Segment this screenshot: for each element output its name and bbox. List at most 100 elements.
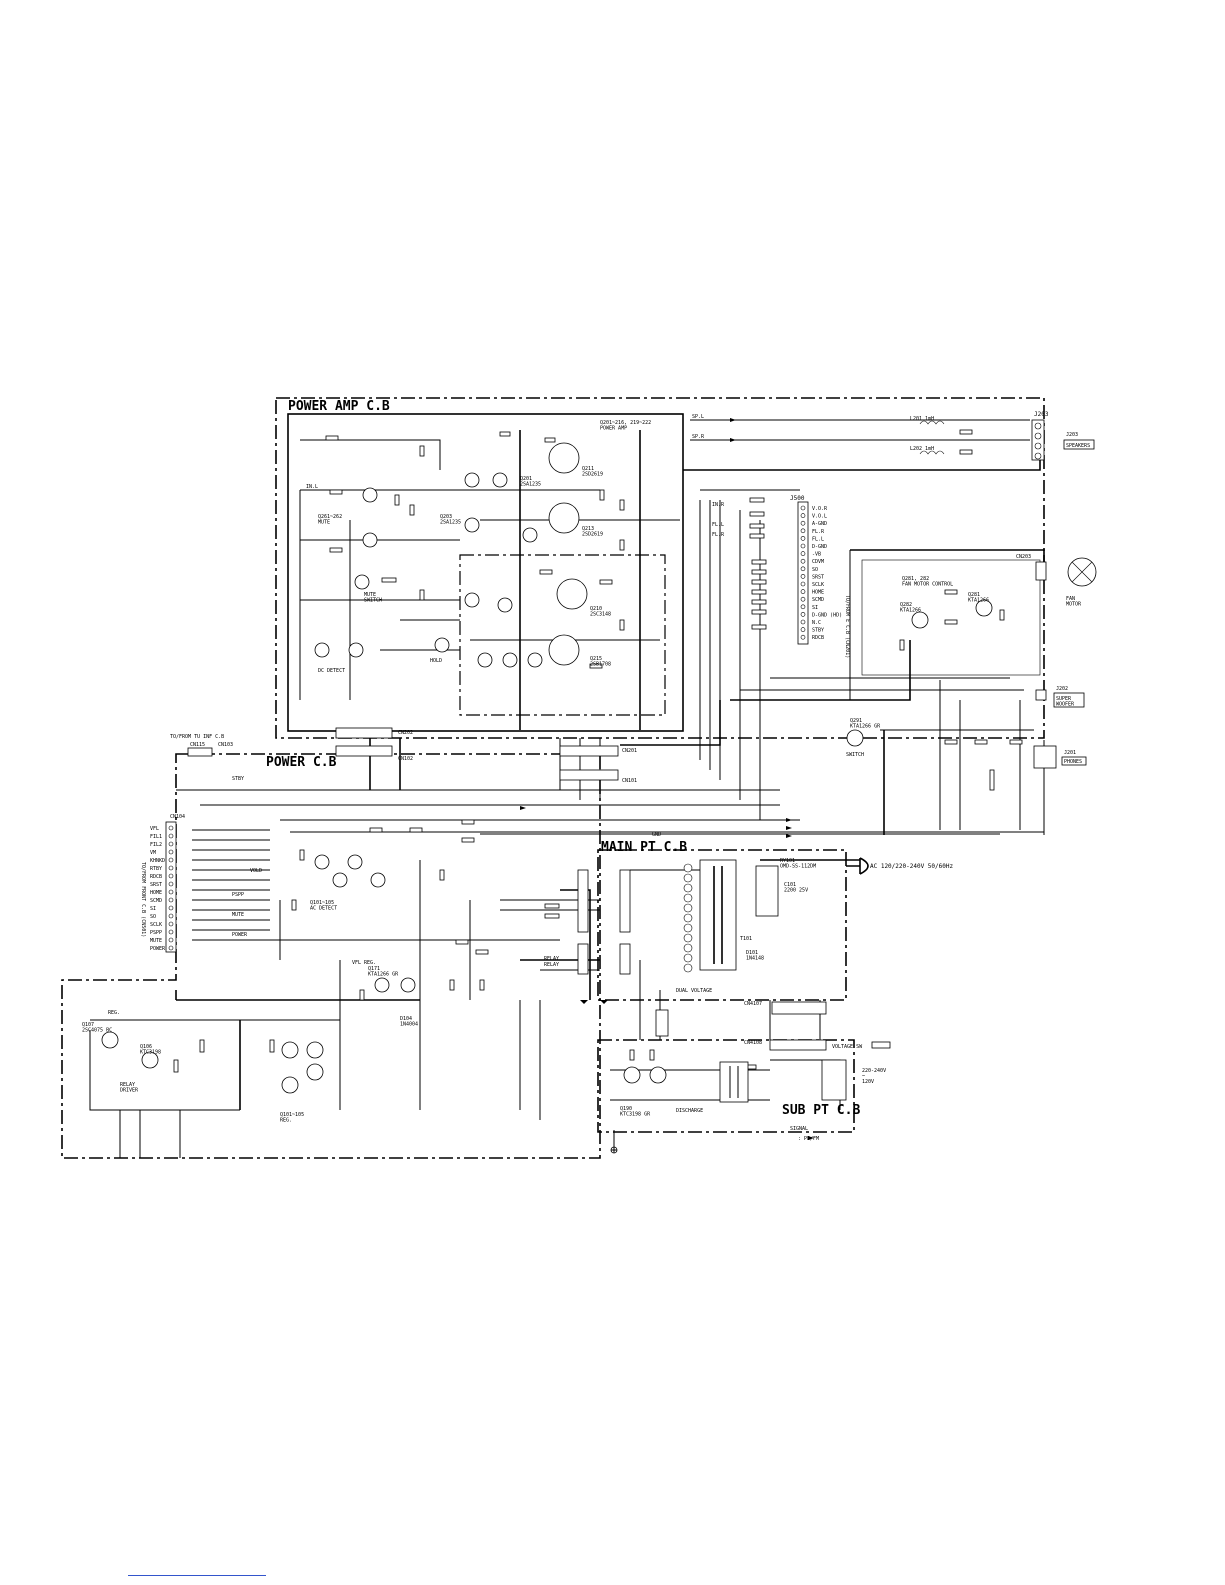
net-relay: RELAY <box>544 956 559 962</box>
to-from-front-label: TO/FROM FRONT C.B (CN501) <box>140 862 146 937</box>
cn202-label: CN202 <box>398 730 413 736</box>
connector-pin <box>800 574 806 579</box>
transistor-q208 <box>502 652 518 668</box>
signal-net-labels: SP.L SP.R IN.L IN.R FL.L FL.R PSPP MUTE … <box>232 414 725 962</box>
connector-pin <box>168 937 174 943</box>
connector-pin <box>168 905 174 911</box>
connector-pin <box>800 634 806 640</box>
transistor-q107 <box>101 1031 119 1049</box>
connectors: J203 SPEAKERS J203 J500 V.O.RV.O.LA-GNDF… <box>140 411 1097 1051</box>
ground-symbol <box>610 1146 618 1154</box>
transistor-q209 <box>527 652 543 668</box>
net-pspp: PSPP <box>232 892 244 898</box>
transformer-terminal <box>683 933 693 943</box>
connector-cn4107 <box>771 1001 827 1015</box>
j202-label: J202 <box>1056 686 1068 692</box>
connector-pin-label: KHNKD <box>150 858 165 864</box>
connector-pin-label: SI <box>150 906 156 912</box>
voltage-switch <box>821 1059 847 1101</box>
signal-legend-label: SIGNAL <box>790 1126 808 1132</box>
transformer-terminal <box>683 923 693 933</box>
transistor-q108 <box>281 1041 299 1059</box>
connector-cn4108 <box>769 1039 827 1051</box>
transistor-q213 <box>548 502 580 534</box>
transistor-q102 <box>332 872 348 888</box>
inductor-l202 <box>919 450 945 455</box>
connector-j203 <box>1031 419 1045 461</box>
main-pt-board-outline <box>597 849 847 1001</box>
discharge-label: DISCHARGE <box>676 1108 703 1114</box>
connector-pin-label: MUTE <box>150 938 162 944</box>
connector-pin-label: FL.L <box>812 536 824 542</box>
to-from-e-label: TO/FROM E C.B (CN201) <box>844 595 850 658</box>
connector-pin-label: STBY <box>812 628 824 634</box>
cn201-label: CN201 <box>622 748 637 754</box>
transistor-q104 <box>370 872 386 888</box>
net-in-l: IN.L <box>306 484 318 490</box>
connector-pin-label: RDCB <box>812 635 824 641</box>
connector-pin <box>800 505 806 511</box>
main-pt-board-title: MAIN PT C.B <box>601 840 687 855</box>
resistors <box>173 429 1023 1073</box>
connector-pin <box>800 589 806 594</box>
transistor-q205 <box>522 527 538 543</box>
connector-pin <box>168 889 174 895</box>
reg-label: REG. <box>108 1010 120 1016</box>
connector-pin <box>168 921 174 927</box>
transistor-q263 <box>354 574 370 590</box>
transformer-terminal <box>683 943 693 953</box>
connector-pin-label: V.O.L <box>812 514 827 520</box>
transformer-terminal <box>683 913 693 923</box>
connector-pin-label: SCMD <box>812 597 824 603</box>
net-power: POWER <box>232 932 248 938</box>
transistor-q103 <box>347 854 363 870</box>
part-t101-label: T101 <box>740 936 752 942</box>
main-pt-terminals <box>683 863 693 973</box>
connector-pin <box>168 841 174 847</box>
dc-detect-label: DC DETECT <box>318 668 345 674</box>
connector-wh104 <box>577 943 589 975</box>
transistor-q261 <box>362 487 378 503</box>
speakers-label: SPEAKERS <box>1066 443 1090 449</box>
transistor-q106 <box>141 1051 159 1069</box>
connector-pin <box>800 528 806 534</box>
footer-link-underline[interactable] <box>128 1575 266 1576</box>
connector-pin-label: SO <box>812 567 818 573</box>
cn103-label: CN103 <box>218 742 233 748</box>
cn104-pin-list: VFLFIL1FIL2VMKHNKDRTBYRDCBSRSTHOMESCMDSI… <box>150 825 174 952</box>
transformer-terminal <box>683 863 693 873</box>
connector-pin <box>800 627 806 632</box>
connector-pin <box>800 543 806 549</box>
connector-pin-label: D-GND (HD) <box>812 612 842 618</box>
connector-pin-label: VM <box>150 850 156 856</box>
transistor-q101 <box>314 854 330 870</box>
connector-cn203 <box>1035 561 1047 581</box>
connector-j201 <box>1033 745 1057 769</box>
power-board-title: POWER C.B <box>266 755 337 770</box>
power-amp-inner-block <box>459 554 666 716</box>
connector-pin <box>168 849 174 855</box>
transistor-q265 <box>314 642 330 658</box>
phones-label: PHONES <box>1064 759 1082 765</box>
connector-cn102 <box>335 745 393 757</box>
connector-pin <box>800 551 806 556</box>
transistor-q190 <box>623 1066 641 1084</box>
j203-label: J203 <box>1034 411 1049 418</box>
connector-pin <box>168 857 174 863</box>
to-from-tu-label: TO/FROM TU INF C.B <box>170 734 224 740</box>
connector-pin <box>168 913 174 919</box>
connector-pin <box>168 865 174 871</box>
magnetics <box>699 420 945 1103</box>
connector-cn104 <box>165 821 177 953</box>
